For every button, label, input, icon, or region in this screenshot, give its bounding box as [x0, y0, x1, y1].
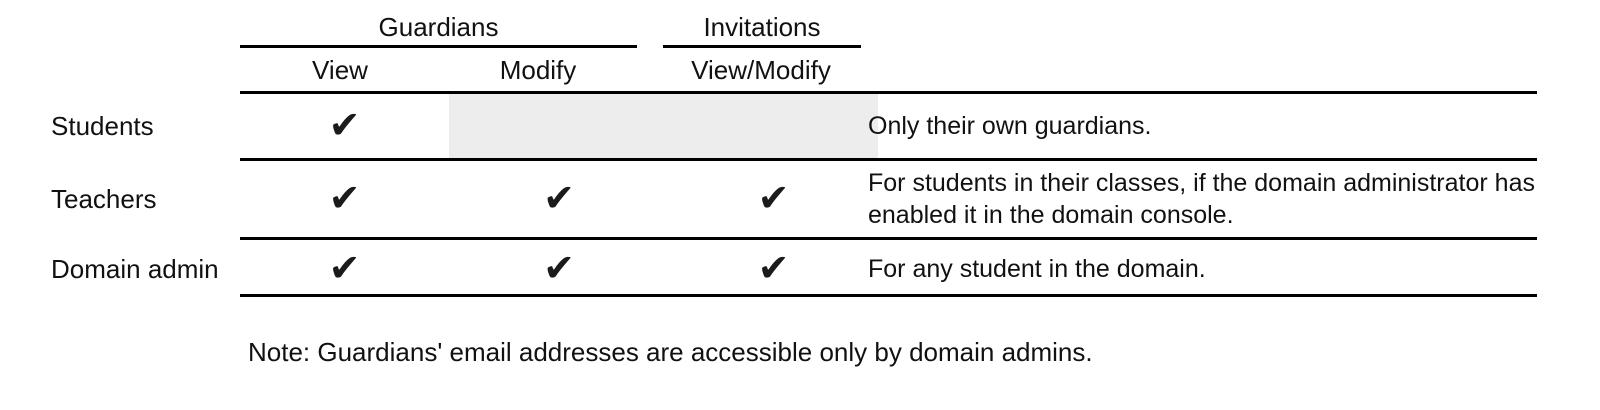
- description-text: For students in their classes, if the do…: [868, 169, 1535, 229]
- cell-students-invitations-view-modify: [669, 94, 878, 158]
- row-label-domain-admin: Domain admin: [51, 253, 219, 284]
- column-header-view: View: [312, 55, 368, 85]
- description-text: For any student in the domain.: [868, 254, 1206, 283]
- column-group-guardians-underline: [240, 45, 637, 48]
- row-label-teachers: Teachers: [51, 184, 157, 214]
- cell-students-guardians-view: ✔: [240, 94, 449, 158]
- cell-domain-admin-invitations-view-modify: ✔: [669, 240, 878, 297]
- column-group-header-band: Guardians Invitations: [240, 12, 1537, 48]
- column-header-modify: Modify: [499, 55, 577, 85]
- column-group-guardians: Guardians: [378, 12, 499, 42]
- description-text: Only their own guardians.: [868, 112, 1152, 140]
- cell-domain-admin-guardians-modify: ✔: [449, 240, 669, 297]
- table-row: Students ✔ Only their own guardians.: [51, 94, 1537, 158]
- column-header-view-modify: View/Modify: [691, 55, 831, 85]
- column-group-invitations: Invitations: [703, 12, 821, 42]
- cell-students-description: Only their own guardians.: [868, 94, 1537, 158]
- table-row: Teachers ✔ ✔ ✔ For students in their cla…: [51, 161, 1537, 237]
- table-rule-after-teachers: [240, 237, 1537, 240]
- row-label-students: Students: [51, 111, 154, 141]
- check-icon: ✔: [757, 176, 790, 220]
- table-rule-after-students: [240, 158, 1537, 161]
- check-icon: ✔: [328, 245, 361, 290]
- cell-teachers-description: For students in their classes, if the do…: [868, 161, 1537, 237]
- cell-teachers-guardians-modify: ✔: [449, 161, 669, 237]
- check-icon: ✔: [328, 103, 361, 147]
- check-icon: ✔: [328, 176, 361, 220]
- column-group-invitations-underline: [663, 45, 861, 48]
- cell-teachers-invitations-view-modify: ✔: [669, 161, 878, 237]
- table-note: Note: Guardians' email addresses are acc…: [248, 337, 1093, 367]
- cell-domain-admin-description: For any student in the domain.: [868, 240, 1537, 297]
- column-header-row: View Modify View/Modify: [240, 55, 1537, 92]
- check-icon: ✔: [757, 245, 790, 290]
- cell-domain-admin-guardians-view: ✔: [240, 240, 449, 297]
- check-icon: ✔: [543, 245, 575, 290]
- cell-students-guardians-modify: [449, 94, 669, 158]
- cell-teachers-guardians-view: ✔: [240, 161, 449, 237]
- table-rule-bottom: [240, 294, 1537, 297]
- table-rule-top: [240, 91, 1537, 94]
- check-icon: ✔: [543, 176, 575, 220]
- table-row: Domain admin ✔ ✔ ✔ For any student in th…: [51, 240, 1537, 297]
